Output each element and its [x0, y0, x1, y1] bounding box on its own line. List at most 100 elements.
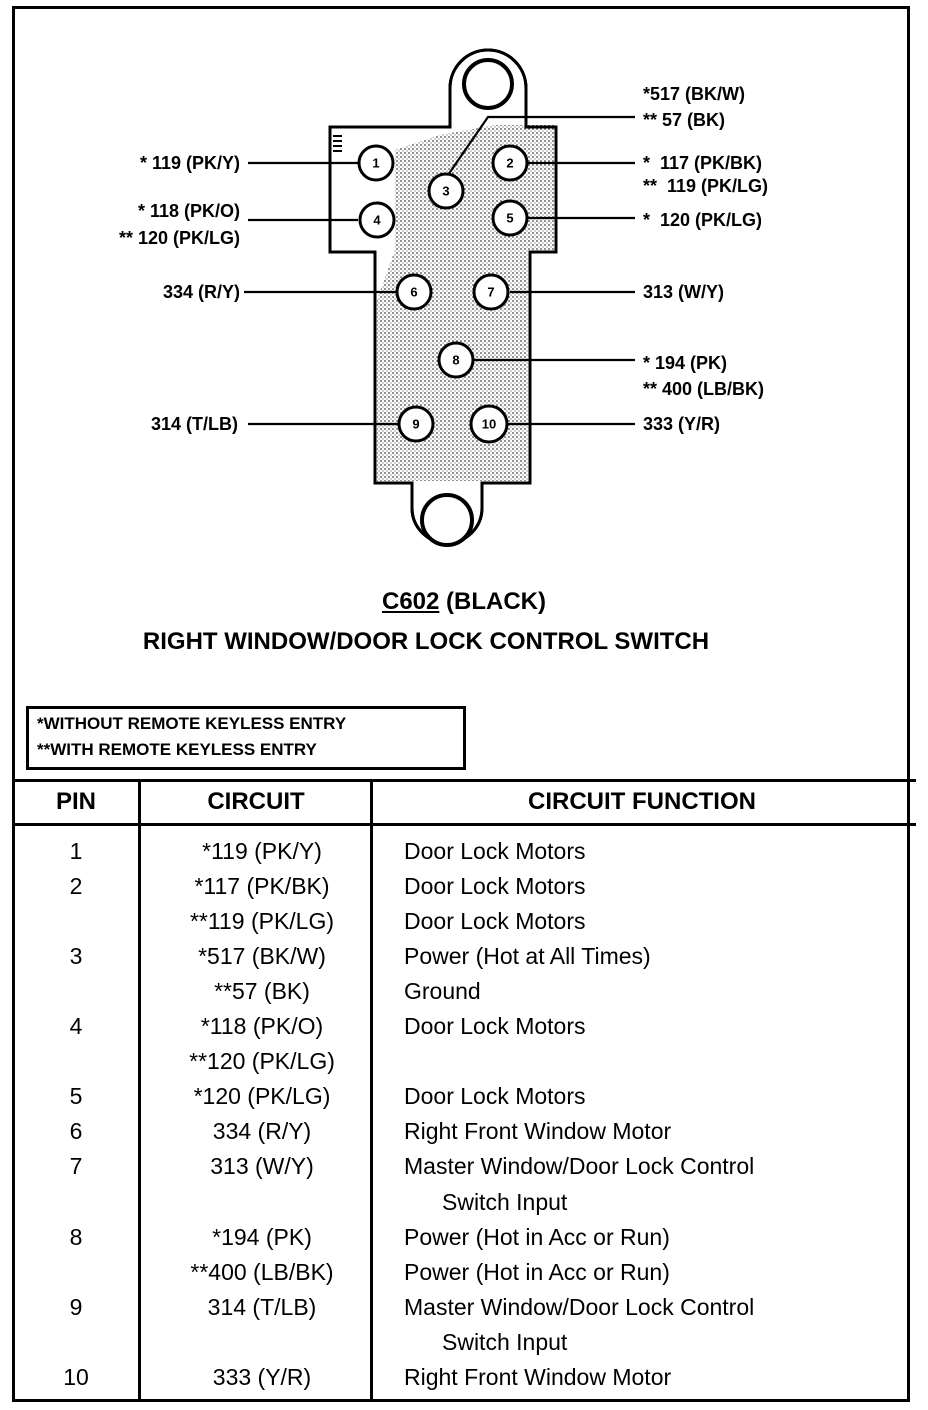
svg-text:5: 5: [506, 211, 513, 226]
cell-function: Power (Hot in Acc or Run): [404, 1223, 670, 1250]
cell-pin: 2: [69, 873, 83, 900]
cell-function: Master Window/Door Lock Control: [404, 1153, 755, 1180]
header-pin: PIN: [55, 788, 96, 815]
svg-text:1: 1: [372, 156, 379, 171]
cell-circuit: *118 (PK/O): [200, 1013, 324, 1040]
legend-line-2: **WITH REMOTE KEYLESS ENTRY: [37, 740, 317, 759]
cell-function: Door Lock Motors: [404, 908, 586, 935]
connector-color: (BLACK): [446, 588, 547, 615]
cell-function: Power (Hot at All Times): [404, 943, 651, 970]
cell-circuit: **57 (BK): [214, 978, 310, 1005]
table-row: 10 333 (Y/R) Right Front Window Motor: [12, 1364, 912, 1399]
leader-lines: [244, 115, 635, 426]
pin-2: 2: [491, 144, 529, 182]
cell-circuit: **119 (PK/LG): [189, 908, 335, 935]
mounting-hole-bottom: [420, 493, 474, 547]
pin-9: 9: [397, 405, 435, 443]
cell-function: Power (Hot in Acc or Run): [404, 1258, 670, 1285]
cell-circuit: 313 (W/Y): [210, 1153, 314, 1180]
label-pin-3-line2: ** 57 (BK): [643, 110, 725, 130]
cell-circuit: **120 (PK/LG): [189, 1048, 335, 1075]
cell-pin: 8: [69, 1223, 83, 1250]
pin-4: 4: [358, 201, 396, 239]
table-row: Switch Input: [12, 1189, 912, 1224]
cell-function: Right Front Window Motor: [404, 1118, 672, 1145]
cell-pin: 6: [69, 1118, 83, 1145]
table-row: 3*517 (BK/W)Power (Hot at All Times): [12, 943, 912, 978]
svg-text:8: 8: [452, 353, 459, 368]
svg-text:2: 2: [506, 156, 513, 171]
table-row: 5 *120 (PK/LG) Door Lock Motors: [12, 1083, 912, 1118]
cell-function: Ground: [404, 978, 481, 1005]
label-pin-7: 313 (W/Y): [643, 282, 724, 302]
table-row: Switch Input: [12, 1329, 912, 1364]
pin-5: 5: [491, 199, 529, 237]
pin-10: 10: [469, 404, 509, 444]
pin-3: 3: [427, 172, 465, 210]
cell-pin: 10: [63, 1363, 89, 1390]
label-pin-6: 334 (R/Y): [163, 282, 240, 302]
table-row: **120 (PK/LG): [12, 1048, 912, 1083]
table-row: 4 *118 (PK/O) Door Lock Motors: [12, 1013, 912, 1048]
table-row: 9 314 (T/LB) Master Window/Door Lock Contr…: [12, 1294, 912, 1329]
component-name: RIGHT WINDOW/DOOR LOCK CONTROL SWITCH: [142, 628, 710, 655]
pin-1: 1: [357, 144, 395, 182]
cell-function: Door Lock Motors: [404, 1083, 586, 1110]
label-pin-1: * 119 (PK/Y): [140, 153, 240, 173]
table-row: **57 (BK) Ground: [12, 978, 912, 1013]
cell-circuit: **400 (LB/BK): [190, 1258, 334, 1285]
page-frame: [12, 6, 910, 1402]
label-pin-9: 314 (T/LB): [151, 414, 238, 434]
pin-6: 6: [395, 273, 433, 311]
cell-pin: 4: [69, 1013, 83, 1040]
cell-pin: 9: [69, 1293, 83, 1320]
table-col-divider-1: [138, 782, 141, 1402]
table-row: 8*194 (PK)Power (Hot in Acc or Run): [12, 1224, 912, 1259]
connector-diagram: 1 2 3 4 5 6 7 8 9 10 * 119 (PK/Y) * 118 …: [119, 48, 768, 547]
cell-circuit: *120 (PK/LG): [193, 1083, 331, 1110]
header-circuit: CIRCUIT: [207, 788, 305, 815]
table-top-rule: [12, 779, 916, 782]
table-row: **400 (LB/BK) Power (Hot in Acc or Run): [12, 1259, 912, 1294]
cell-function: Switch Input: [442, 1188, 568, 1215]
legend-line-1: *WITHOUT REMOTE KEYLESS ENTRY: [37, 714, 347, 733]
cell-pin: 3: [69, 943, 83, 970]
cell-pin: 1: [69, 838, 83, 864]
svg-text:6: 6: [410, 285, 417, 300]
label-pin-4-line1: * 118 (PK/O): [138, 201, 240, 221]
table-row: 2 *117 (PK/BK) Door Lock Motors: [12, 873, 912, 908]
notch-marks: [333, 135, 342, 152]
svg-text:4: 4: [373, 213, 381, 228]
cell-circuit: 333 (Y/R): [212, 1363, 312, 1390]
label-pin-2-line2: ** 119 (PK/LG): [643, 176, 768, 196]
svg-text:3: 3: [442, 184, 449, 199]
legend-box: *WITHOUT REMOTE KEYLESS ENTRY **WITH REM…: [26, 706, 466, 770]
label-pin-8-line2: ** 400 (LB/BK): [643, 379, 764, 399]
cell-circuit: *117 (PK/BK): [194, 873, 330, 900]
cell-function: Master Window/Door Lock Control: [404, 1293, 755, 1320]
cell-pin: 5: [69, 1083, 83, 1110]
pin-7: 7: [472, 273, 510, 311]
connector-title: C602 (BLACK): [0, 588, 928, 616]
svg-text:7: 7: [487, 285, 494, 300]
cell-function: Switch Input: [442, 1328, 568, 1355]
table-header-rule: [12, 823, 916, 826]
mounting-hole-top: [462, 58, 514, 110]
cell-circuit: 334 (R/Y): [212, 1118, 312, 1145]
table-row: **119 (PK/LG) Door Lock Motors: [12, 908, 912, 943]
label-pin-4-line2: ** 120 (PK/LG): [119, 228, 240, 248]
cell-function: Door Lock Motors: [404, 838, 586, 864]
cell-function: Door Lock Motors: [404, 1013, 586, 1040]
table-row: 1 *119 (PK/Y) Door Lock Motors: [12, 838, 912, 873]
label-pin-3-line1: *517 (BK/W): [643, 84, 745, 104]
cell-circuit: 314 (T/LB): [207, 1293, 317, 1320]
label-pin-5: * 120 (PK/LG): [643, 210, 762, 230]
cell-function: Right Front Window Motor: [404, 1363, 672, 1390]
label-pin-10: 333 (Y/R): [643, 414, 720, 434]
table-row: 6 334 (R/Y) Right Front Window Motor: [12, 1118, 912, 1153]
svg-text:10: 10: [482, 417, 496, 432]
cell-function: Door Lock Motors: [404, 873, 586, 900]
svg-text:9: 9: [412, 417, 419, 432]
cell-circuit: *119 (PK/Y): [202, 838, 322, 864]
